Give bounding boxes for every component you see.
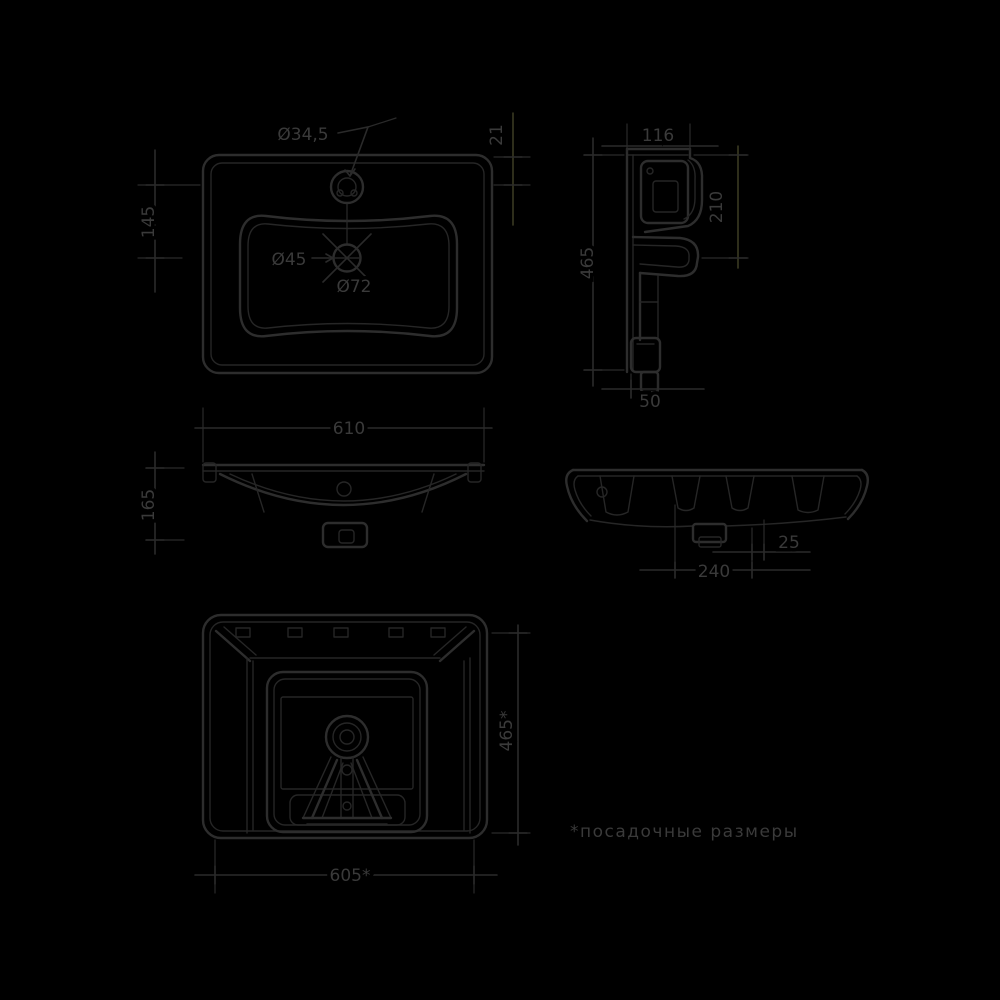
seat-width-label: 605* bbox=[330, 866, 371, 886]
mount-bracket bbox=[639, 159, 690, 225]
bottom-tab bbox=[333, 627, 349, 638]
bottom-corner-brace-inner bbox=[433, 626, 467, 656]
drain-leg-line bbox=[362, 756, 392, 819]
plan-outer-rim-inner-line bbox=[210, 162, 485, 366]
bottom-foot-ring bbox=[289, 794, 406, 826]
front-drain-boss bbox=[321, 521, 369, 549]
bottom-flat-area bbox=[280, 696, 414, 790]
front-bowl-curve bbox=[218, 472, 468, 507]
drain-detail-circle bbox=[342, 801, 352, 811]
bottom-drain-circle-inner bbox=[339, 729, 355, 745]
section-rib bbox=[791, 475, 825, 514]
mount-bracket-detail bbox=[646, 167, 654, 175]
drain-cross-line bbox=[322, 233, 372, 283]
front-drain-boss-notch bbox=[338, 529, 355, 544]
seat-depth-label: 465* bbox=[497, 711, 517, 752]
drain-detail-circle bbox=[341, 764, 353, 776]
front-bowl-curve-inner bbox=[229, 473, 457, 502]
section-rib bbox=[725, 475, 755, 512]
faucet-hole-detail bbox=[336, 189, 344, 197]
front-left-wing bbox=[251, 473, 265, 513]
section-drain-boss bbox=[691, 522, 728, 544]
bottom-outer-rim-inner bbox=[209, 621, 481, 832]
bottom-drain-circle-mid bbox=[332, 722, 362, 752]
bottom-basin-outline bbox=[265, 670, 429, 834]
front-height-label: 165 bbox=[139, 489, 159, 521]
front-right-cap bbox=[467, 462, 482, 483]
front-right-wing bbox=[421, 473, 435, 513]
drain-leader-arrow bbox=[325, 253, 335, 263]
faucet-hole bbox=[329, 169, 365, 205]
plan-basin-inner-line bbox=[247, 223, 450, 329]
faucet-leader-line bbox=[337, 125, 370, 177]
section-left-hook bbox=[565, 468, 589, 523]
ledge-width-label: 116 bbox=[642, 126, 674, 146]
section-rib bbox=[599, 475, 635, 516]
faucet-hole-detail bbox=[350, 189, 358, 197]
drain-leg-line bbox=[321, 762, 344, 819]
side-hook bbox=[631, 235, 700, 278]
drain-leg bbox=[355, 758, 384, 820]
plan-basin-outline bbox=[238, 214, 459, 338]
profile-section-view: 25 240 bbox=[565, 468, 870, 586]
overflow-dia-label: Ø72 bbox=[336, 277, 371, 297]
faucet-hole-dia-label: Ø34,5 bbox=[277, 125, 328, 145]
front-left-cap bbox=[202, 462, 217, 483]
mount-height-label: 210 bbox=[707, 191, 727, 223]
side-front-contour bbox=[643, 147, 704, 234]
section-rib bbox=[671, 475, 701, 512]
drain-dia-label: Ø45 bbox=[271, 250, 306, 270]
note: *посадочные размеры bbox=[570, 822, 799, 842]
bottom-tab bbox=[430, 627, 446, 638]
side-section-view: 116 465 210 50 bbox=[575, 123, 749, 416]
front-view: 610 165 bbox=[136, 407, 493, 555]
section-drain-boss-notch bbox=[698, 536, 722, 548]
bottom-corner-brace-inner bbox=[223, 626, 257, 656]
bottom-tab bbox=[388, 627, 404, 638]
section-right-hook-inner bbox=[844, 475, 862, 515]
side-front-contour-inner bbox=[683, 159, 696, 220]
drain-leg-line bbox=[302, 756, 332, 819]
side-hook-inner bbox=[632, 244, 690, 268]
drain-leg-line bbox=[350, 762, 373, 819]
bottom-outer-rim bbox=[201, 613, 489, 840]
plan-outer-rim bbox=[201, 153, 494, 375]
bottom-corner-brace bbox=[438, 629, 476, 663]
side-depth-label: 465 bbox=[578, 247, 598, 279]
faucet-hole-inner bbox=[337, 177, 357, 197]
rim-offset-label: 21 bbox=[487, 124, 507, 146]
front-faucet-hole bbox=[336, 481, 352, 497]
section-left-hook-inner bbox=[573, 475, 592, 517]
section-underside bbox=[589, 519, 694, 528]
edge-gap-label: 25 bbox=[778, 533, 800, 553]
bottom-view: 465* 605* bbox=[194, 613, 531, 894]
faucet-leader-ext bbox=[367, 117, 397, 128]
drain-offset-label: 240 bbox=[698, 562, 730, 582]
faucet-leader-arrow bbox=[344, 168, 356, 178]
section-right-hook bbox=[846, 468, 870, 521]
bottom-drain-circle bbox=[324, 714, 370, 760]
plan-height-label: 145 bbox=[139, 206, 159, 238]
mounting-dimensions-note: *посадочные размеры bbox=[570, 822, 799, 842]
bottom-tab bbox=[287, 627, 303, 638]
side-foot bbox=[629, 336, 662, 374]
bottom-corner-brace bbox=[214, 629, 252, 663]
bottom-basin-inner bbox=[273, 678, 421, 826]
tab-offset-label: 50 bbox=[639, 392, 661, 412]
section-underside bbox=[725, 516, 847, 527]
mount-bracket-hole bbox=[652, 180, 679, 213]
overall-width-label: 610 bbox=[333, 419, 365, 439]
plan-view: Ø34,5 Ø45 Ø72 145 21 bbox=[136, 112, 531, 375]
drain-leg bbox=[310, 758, 339, 820]
bottom-tab bbox=[235, 627, 251, 638]
